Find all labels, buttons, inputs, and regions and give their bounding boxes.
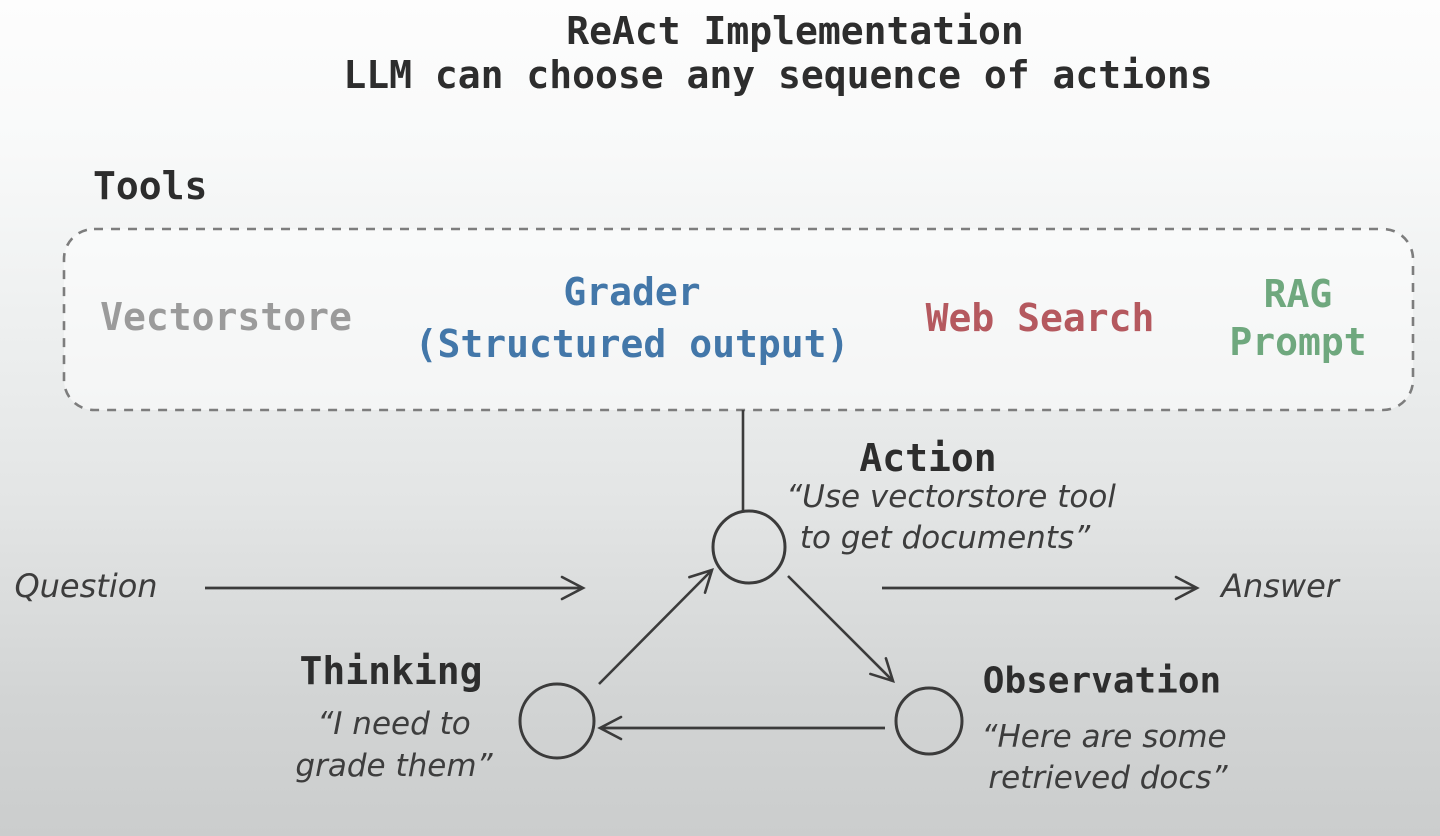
slide-title-line2: LLM can choose any sequence of actions	[343, 53, 1213, 97]
thinking-to-action-arrow	[598, 568, 714, 685]
thinking-quote-line2: grade them”	[295, 748, 493, 784]
thinking-quote-line1: “I need to	[317, 706, 471, 742]
tool-grader-line2: (Structured output)	[414, 322, 850, 366]
observation-quote-line2: retrieved docs”	[988, 760, 1228, 796]
action-quote-line2: to get documents”	[799, 520, 1091, 556]
observation-quote-line1: “Here are some	[981, 719, 1227, 755]
tool-web-search: Web Search	[925, 296, 1155, 340]
action-quote-line1: “Use vectorstore tool	[786, 479, 1116, 515]
tools-label: Tools	[93, 164, 208, 208]
tool-rag-prompt-line2: Prompt	[1229, 320, 1367, 364]
observation-node-label: Observation	[982, 660, 1222, 702]
tool-grader-line1: Grader	[563, 270, 701, 314]
question-label: Question	[14, 567, 158, 605]
action-node-circle	[711, 509, 787, 585]
thinking-node-label: Thinking	[299, 649, 483, 693]
thinking-node-circle	[518, 682, 596, 760]
tools-box	[62, 227, 1415, 412]
tool-rag-prompt-line1: RAG	[1263, 272, 1333, 316]
tool-vectorstore: Vectorstore	[100, 295, 352, 339]
observation-node-circle	[894, 686, 964, 756]
answer-label: Answer	[1221, 567, 1339, 605]
action-node-label: Action	[859, 436, 997, 480]
action-to-observation-arrow	[787, 575, 895, 683]
slide-title-line1: ReAct Implementation	[566, 9, 1024, 53]
